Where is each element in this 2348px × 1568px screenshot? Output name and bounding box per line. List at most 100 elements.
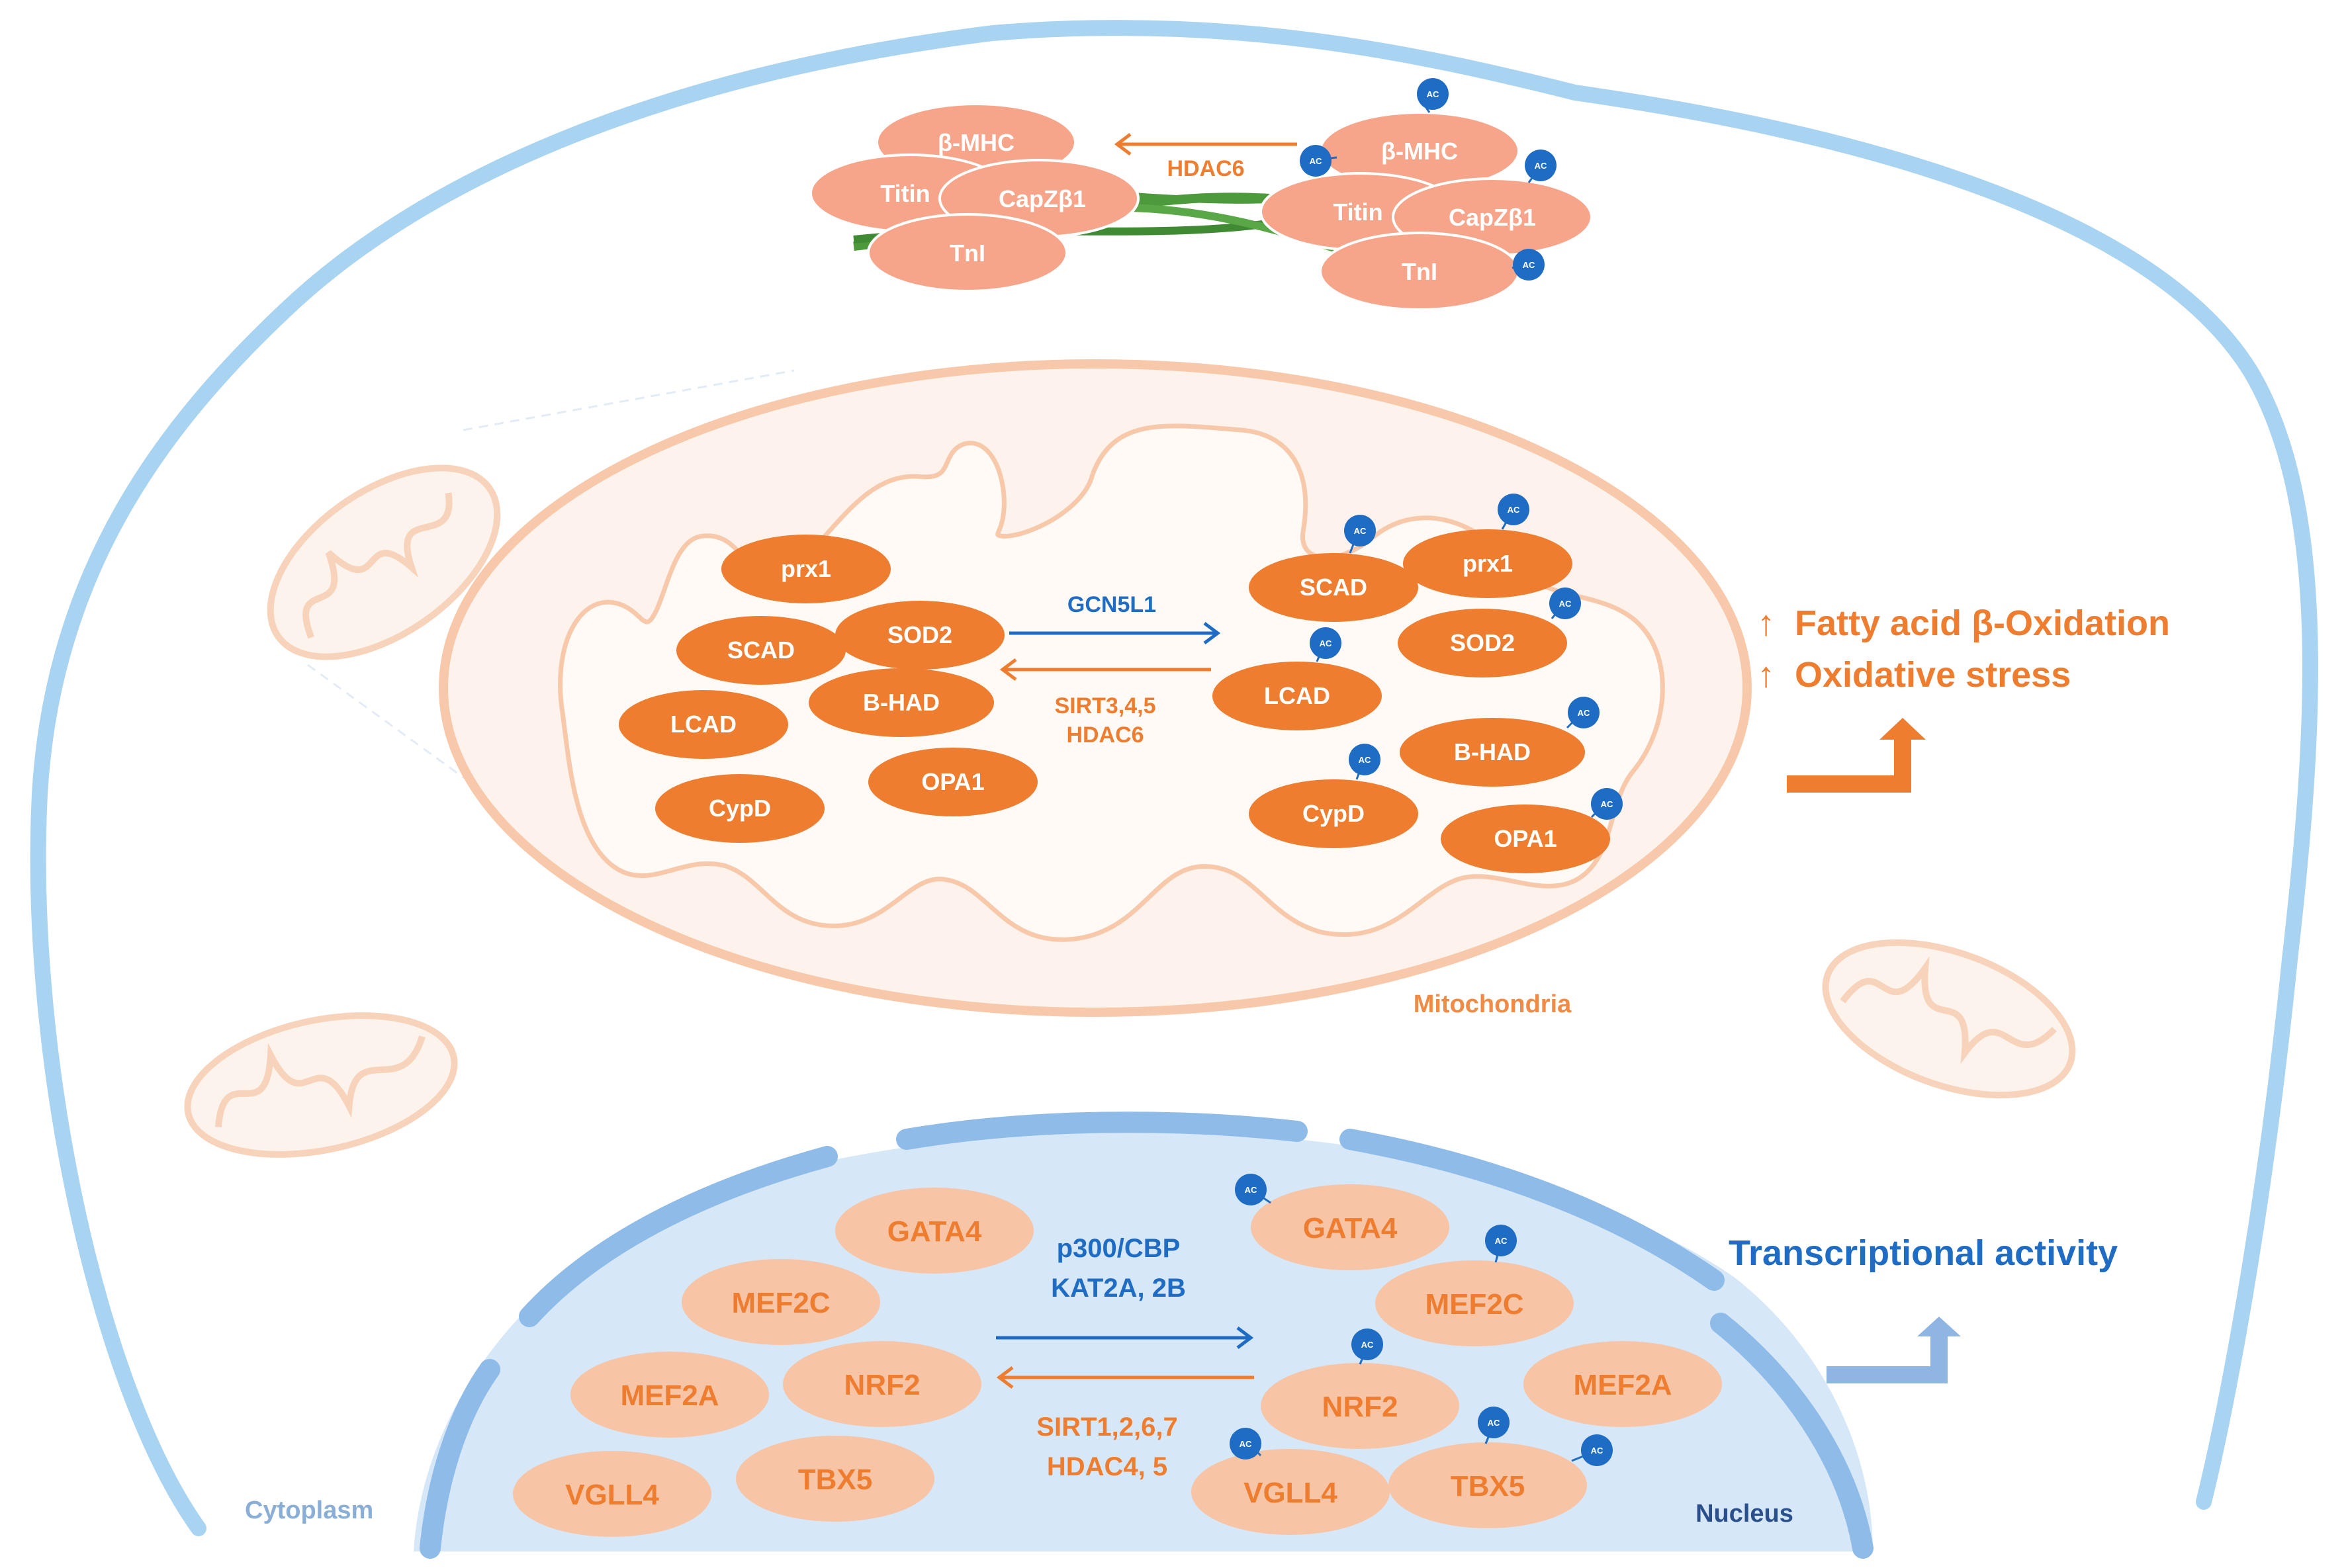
nuclear-protein-acetylated: [1191, 1449, 1390, 1535]
nuclear-outcome-label: Transcriptional activity: [1729, 1233, 2118, 1273]
acetyl-badge: AC: [1351, 1328, 1383, 1365]
mito-protein-acetylated: [1441, 805, 1610, 873]
nuclear-label-acetylated: TBX5: [1451, 1470, 1525, 1503]
mito-label-acetylated: OPA1: [1494, 825, 1557, 852]
nuclear-label-acetylated: MEF2C: [1425, 1288, 1523, 1321]
sarcomere-enzyme-label: HDAC6: [1167, 156, 1244, 181]
acetyl-badge: AC: [1300, 145, 1337, 177]
svg-text:AC: AC: [1523, 260, 1535, 270]
mito-protein-deacetylated: [655, 774, 825, 843]
acetyl-badge: AC: [1344, 515, 1376, 554]
acetyl-badge: AC: [1498, 494, 1529, 530]
nuclear-envelope-segment: [1339, 1129, 1725, 1291]
nuclear-envelope-segment: [420, 1359, 500, 1559]
sarcomere-label-acetylated: Titin: [1333, 198, 1382, 226]
nuclear-label-deacetylated: GATA4: [887, 1215, 982, 1248]
acetyl-badge: AC: [1417, 78, 1449, 113]
mito-label-acetylated: B-HAD: [1454, 738, 1531, 765]
nuclear-acetylase-label: p300/CBP: [1057, 1234, 1181, 1263]
sarcomere-label-deacetylated: β-MHC: [938, 129, 1015, 156]
svg-text:AC: AC: [1320, 638, 1332, 648]
svg-text:AC: AC: [1559, 599, 1572, 609]
nuclear-protein-acetylated: [1388, 1442, 1587, 1528]
sarcomere-label-acetylated: TnI: [1402, 258, 1437, 285]
mito-protein-deacetylated: [835, 601, 1005, 670]
mito-protein-deacetylated: [619, 690, 788, 759]
acetyl-badge: AC: [1566, 697, 1600, 729]
svg-text:AC: AC: [1488, 1418, 1500, 1428]
sarcomere-label-deacetylated: CapZβ1: [999, 185, 1086, 212]
cell-membrane: [30, 20, 2318, 1536]
mito-acetylase-label: GCN5L1: [1067, 592, 1156, 617]
nuclear-label-acetylated: VGLL4: [1243, 1477, 1337, 1509]
mito-outcome-arrowhead: [1879, 718, 1926, 740]
deacetylation-arrowhead: [1114, 133, 1132, 155]
mito-label-deacetylated: SOD2: [887, 621, 952, 648]
mito-outcome-fatty-acid: Fatty acid β-Oxidation: [1795, 603, 2170, 643]
nuclear-label-deacetylated: NRF2: [844, 1369, 921, 1401]
nuclear-deacetylase-label: SIRT1,2,6,7: [1036, 1413, 1177, 1442]
nuclear-protein-acetylated: [1523, 1341, 1722, 1427]
cytoplasm-label: Cytoplasm: [245, 1497, 373, 1524]
mito-protein-deacetylated: [676, 616, 846, 685]
nuclear-label-deacetylated: TBX5: [798, 1463, 872, 1496]
nuclear-envelope-segment: [519, 1146, 838, 1327]
nuclear-protein-deacetylated: [783, 1341, 981, 1427]
acetyl-badge: AC: [1310, 627, 1341, 662]
nuclear-protein-acetylated: [1261, 1363, 1459, 1449]
nuclear-protein-acetylated: [1375, 1260, 1574, 1346]
mito-protein-acetylated: [1403, 529, 1572, 598]
mito-label-acetylated: LCAD: [1264, 682, 1330, 709]
nuclear-outcome-bent-arrow: [1827, 1336, 1948, 1383]
mito-protein-acetylated: [1249, 779, 1418, 848]
mito-protein-acetylated: [1249, 553, 1418, 622]
mito-label-deacetylated: B-HAD: [863, 689, 940, 716]
acetylation-arrowhead: [1203, 622, 1221, 644]
acetyl-badge: AC: [1478, 1407, 1510, 1444]
mito-protein-deacetylated: [809, 668, 994, 737]
deacetylation-arrowhead: [996, 1366, 1014, 1389]
mito-protein-deacetylated: [721, 535, 891, 603]
mito-label-deacetylated: OPA1: [921, 768, 984, 795]
mito-label-acetylated: prx1: [1463, 550, 1513, 577]
nuclear-protein-deacetylated: [682, 1259, 880, 1345]
mito-label-acetylated: CypD: [1302, 800, 1365, 827]
sarcomere-protein-deacetylated: [867, 213, 1068, 292]
svg-text:AC: AC: [1601, 799, 1613, 809]
zoom-line: [463, 369, 795, 431]
small-mitochondrion: [1822, 939, 2076, 1099]
small-mitochondrion: [184, 1012, 458, 1158]
svg-text:AC: AC: [1591, 1446, 1603, 1456]
mito-deacetylase-label: HDAC6: [1066, 722, 1144, 748]
nuclear-protein-deacetylated: [835, 1188, 1034, 1274]
zoom-line: [307, 664, 523, 822]
nuclear-acetylase-label: KAT2A, 2B: [1051, 1274, 1186, 1303]
svg-text:AC: AC: [1495, 1236, 1508, 1246]
mito-label-deacetylated: LCAD: [670, 711, 737, 738]
mito-protein-acetylated: [1400, 718, 1585, 787]
outcome-arrow-up: ↑: [1757, 655, 1775, 695]
svg-text:AC: AC: [1578, 708, 1590, 718]
sarcomere-label-acetylated: β-MHC: [1381, 138, 1458, 165]
acetyl-badge: AC: [1525, 150, 1557, 183]
nuclear-label-deacetylated: MEF2C: [731, 1287, 830, 1319]
nucleus: GATA4 MEF2C MEF2A NRF2 VGLL4 TBX5 GATA4 …: [414, 1111, 1874, 1559]
mito-protein-acetylated: [1212, 662, 1382, 730]
mito-outcome-bent-arrow: [1787, 740, 1911, 793]
svg-text:AC: AC: [1354, 526, 1367, 536]
deacetylation-arrowhead: [999, 658, 1017, 681]
acetyl-badge: AC: [1349, 744, 1380, 780]
nuclear-envelope-segment: [1710, 1313, 1874, 1559]
mito-deacetylase-label: SIRT3,4,5: [1054, 693, 1155, 719]
nuclear-protein-acetylated: [1251, 1184, 1449, 1270]
mito-protein-acetylated: [1398, 609, 1567, 677]
nuclear-label-deacetylated: MEF2A: [620, 1379, 719, 1412]
nuclear-protein-deacetylated: [570, 1352, 769, 1438]
mito-label-acetylated: SOD2: [1450, 629, 1515, 656]
mitochondria-label: Mitochondria: [1414, 990, 1572, 1018]
nuclear-label-acetylated: MEF2A: [1573, 1369, 1672, 1401]
nuclear-outcome-arrowhead: [1917, 1317, 1961, 1336]
mito-label-acetylated: SCAD: [1300, 574, 1367, 601]
